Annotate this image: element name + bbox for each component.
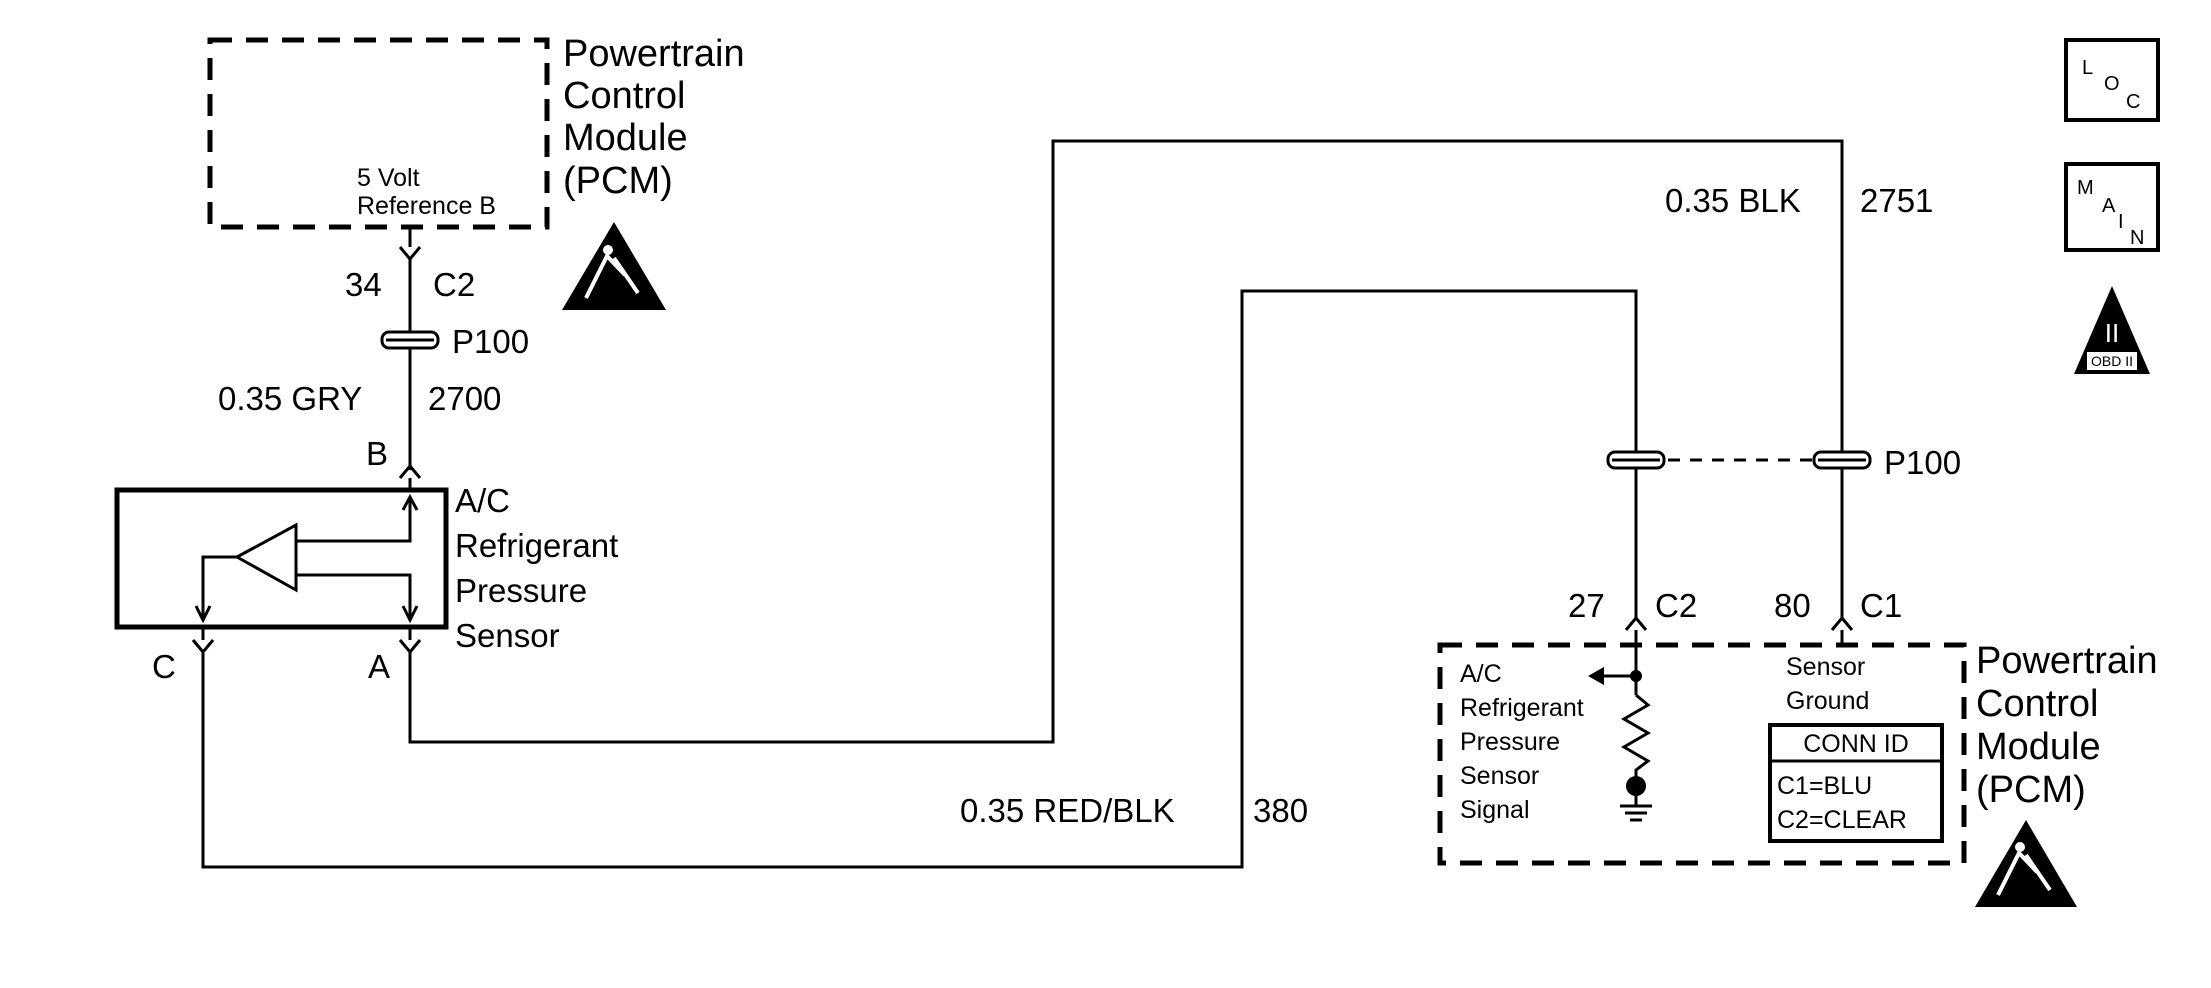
svg-text:OBD II: OBD II <box>2091 353 2133 369</box>
obd-ii-icon[interactable]: II OBD II <box>2074 286 2150 374</box>
pcm-top-name-line2: Control <box>563 75 686 117</box>
conn-id-title: CONN ID <box>1803 730 1909 758</box>
svg-text:II: II <box>2105 318 2119 348</box>
conn-id-line2: C2=CLEAR <box>1777 806 1907 834</box>
svg-text:A: A <box>2102 195 2116 217</box>
wire-gry-circuit: 2700 <box>428 380 501 417</box>
pcm-signal-line5: Signal <box>1460 796 1530 824</box>
svg-text:C: C <box>2126 91 2140 113</box>
pcm-bottom-name-line3: Module <box>1976 726 2101 768</box>
pcm-signal-line4: Sensor <box>1460 762 1539 790</box>
pcm-bottom-box <box>1437 642 1967 866</box>
svg-text:N: N <box>2130 227 2144 249</box>
svg-text:L: L <box>2082 57 2093 79</box>
wire-gry-gauge-color: 0.35 GRY <box>218 380 362 417</box>
main-icon[interactable]: M A I N <box>2064 162 2160 252</box>
wire-redblk-380 <box>201 289 1638 869</box>
pcm-bottom-name-line1: Powertrain <box>1976 640 2158 682</box>
pcm-ground-line1: Sensor <box>1786 653 1865 681</box>
ac-sensor-box <box>114 487 449 630</box>
sensor-name-line1: A/C <box>455 482 510 519</box>
pcm-top-name-line3: Module <box>563 117 688 159</box>
connector-27-pin: 27 <box>1568 587 1605 624</box>
esd-warning-icon <box>1975 820 2077 907</box>
sensor-amplifier-symbol <box>233 522 298 593</box>
sensor-pin-c-label: C <box>152 648 176 685</box>
sensor-name-line2: Refrigerant <box>455 527 618 564</box>
wire-blk-gauge-color: 0.35 BLK <box>1665 182 1801 219</box>
splice-right-label: P100 <box>1884 444 1961 481</box>
pcm-bottom-name-line2: Control <box>1976 683 2099 725</box>
splice-p100-right-left <box>1606 450 1666 470</box>
esd-warning-icon <box>562 222 666 310</box>
splice-top-label: P100 <box>452 323 529 360</box>
sensor-name-line4: Sensor <box>455 617 560 654</box>
sensor-pin-a-connector <box>398 639 422 655</box>
sensor-pin-b-connector <box>398 463 422 479</box>
wire-redblk-gauge-color: 0.35 RED/BLK <box>960 792 1175 829</box>
sensor-pin-a-label: A <box>368 648 390 685</box>
connector-80-c1-symbol <box>1830 615 1854 631</box>
conn-id-box <box>1768 723 1944 843</box>
connector-top-id: C2 <box>433 266 475 303</box>
svg-text:I: I <box>2118 211 2124 233</box>
connector-80-pin: 80 <box>1774 587 1811 624</box>
pcm-top-name-line1: Powertrain <box>563 33 745 75</box>
pcm-signal-line2: Refrigerant <box>1460 694 1584 722</box>
wire-blk-2751 <box>408 139 1844 744</box>
conn-id-line1: C1=BLU <box>1777 772 1872 800</box>
connector-27-c2-symbol <box>1624 615 1648 631</box>
location-icon[interactable]: L O C <box>2064 38 2160 122</box>
ground-icon <box>1620 796 1652 822</box>
wire-redblk-circuit: 380 <box>1253 792 1308 829</box>
connector-top-pin: 34 <box>345 266 382 303</box>
sensor-name-line3: Pressure <box>455 572 587 609</box>
pcm-bottom-name-line4: (PCM) <box>1976 769 2086 811</box>
splice-p100-right-right <box>1812 450 1872 470</box>
pcm-ground-line2: Ground <box>1786 687 1869 715</box>
svg-text:O: O <box>2104 73 2120 95</box>
pcm-signal-line3: Pressure <box>1460 728 1560 756</box>
sensor-pin-c-connector <box>191 639 215 655</box>
connector-c2-top-symbol <box>398 246 422 262</box>
pcm-signal-line1: A/C <box>1460 660 1502 688</box>
pcm-top-ref-line2: Reference B <box>357 192 496 220</box>
pull-down-resistor-symbol <box>1588 645 1651 796</box>
connector-80-id: C1 <box>1860 587 1902 624</box>
sensor-pin-b-label: B <box>366 435 388 472</box>
pcm-top-box <box>207 37 550 230</box>
splice-p100-top <box>380 330 440 350</box>
wire-blk-circuit: 2751 <box>1860 182 1933 219</box>
pcm-top-ref-line1: 5 Volt <box>357 164 420 192</box>
connector-27-id: C2 <box>1655 587 1697 624</box>
pcm-top-name-line4: (PCM) <box>563 160 673 202</box>
svg-text:M: M <box>2077 177 2094 199</box>
